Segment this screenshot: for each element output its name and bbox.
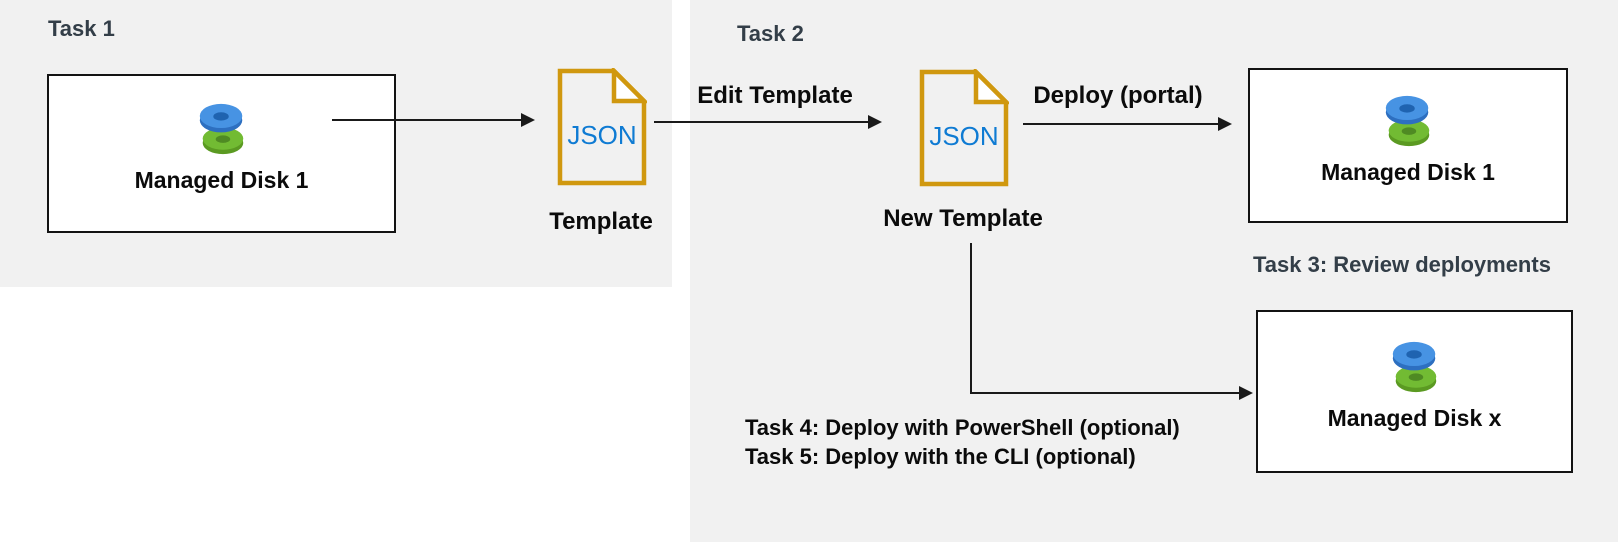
arrow-line [654,121,870,123]
managed-disk-icon [1385,95,1430,147]
arrow-line [1023,123,1219,125]
managed-disk-x-box: Managed Disk x [1256,310,1573,473]
managed-disk-icon [199,103,243,155]
arrow-head-icon [1239,386,1253,400]
managed-disk-label: Managed Disk 1 [134,167,309,193]
new-template-caption: New Template [883,205,1043,232]
managed-disk-icon [1392,341,1436,393]
optional-tasks-block: Task 4: Deploy with PowerShell (optional… [745,413,1180,471]
arrow-head-icon [868,115,882,129]
edit-template-label: Edit Template [697,82,853,109]
json-file-text: JSON [567,120,636,150]
json-file-icon: JSON [919,69,1009,187]
managed-disk-1-source-box: Managed Disk 1 [47,74,396,233]
arrow-line [332,119,523,121]
task3-heading: Task 3: Review deployments [1253,252,1551,277]
deploy-portal-label: Deploy (portal) [1033,82,1203,109]
template-caption: Template [549,208,653,235]
managed-disk-label: Managed Disk 1 [1321,159,1495,185]
json-file-text: JSON [929,121,998,151]
arrow-head-icon [1218,117,1232,131]
task5-label: Task 5: Deploy with the CLI (optional) [745,444,1136,469]
task2-heading: Task 2 [737,21,804,46]
managed-disk-label: Managed Disk x [1327,405,1502,431]
json-file-icon: JSON [557,68,647,186]
managed-disk-1-deployed-box: Managed Disk 1 [1248,68,1568,223]
task1-heading: Task 1 [48,16,115,41]
arrow-line [970,243,972,394]
arrow-line [970,392,1239,394]
arrow-head-icon [521,113,535,127]
task4-label: Task 4: Deploy with PowerShell (optional… [745,415,1180,440]
